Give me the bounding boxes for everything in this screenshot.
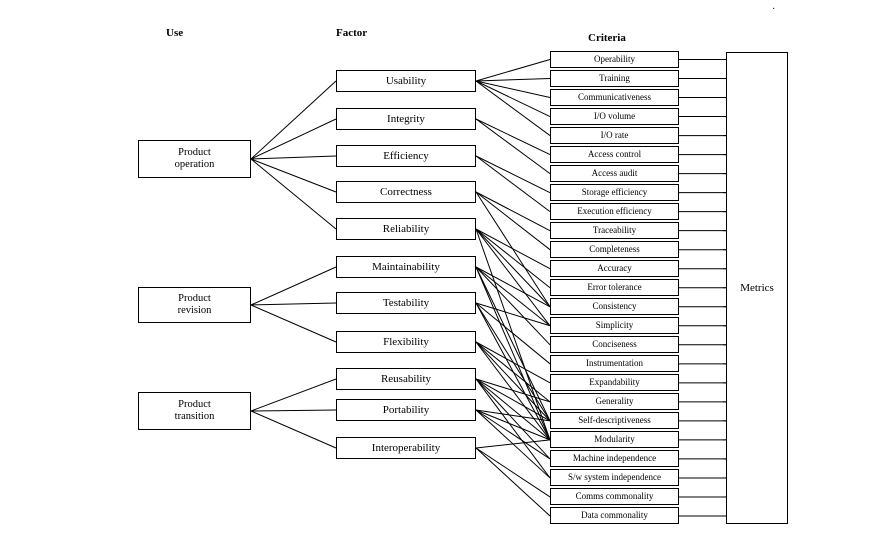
factor-box-correctness: Correctness — [336, 181, 476, 203]
factor-criteria-link — [475, 439, 551, 449]
factor-criteria-link — [475, 378, 551, 460]
criteria-box: Generality — [550, 393, 679, 411]
criteria-box: Simplicity — [550, 317, 679, 335]
factor-box-usability: Usability — [336, 70, 476, 92]
criteria-box: S/w system independence — [550, 469, 679, 487]
criteria-box: Traceability — [550, 222, 679, 240]
factor-criteria-link — [475, 191, 551, 232]
factor-criteria-link — [475, 266, 551, 441]
criteria-box: I/O volume — [550, 108, 679, 126]
criteria-box: Comms commonality — [550, 488, 679, 506]
criteria-box: Communicativeness — [550, 89, 679, 107]
factor-criteria-link — [475, 118, 551, 156]
use-factor-link — [250, 409, 337, 412]
criteria-header: Criteria — [588, 32, 626, 44]
factor-box-reusability: Reusability — [336, 368, 476, 390]
use-factor-link — [250, 158, 337, 230]
factor-criteria-link — [475, 59, 551, 82]
factor-criteria-link — [475, 266, 551, 346]
use-box-rev: Product revision — [138, 287, 251, 323]
factor-criteria-link — [475, 228, 551, 308]
factor-criteria-link — [475, 409, 551, 422]
criteria-box: Completeness — [550, 241, 679, 259]
factor-criteria-link — [475, 266, 551, 327]
factor-box-maintainability: Maintainability — [336, 256, 476, 278]
use-factor-link — [250, 304, 337, 343]
criteria-box: Modularity — [550, 431, 679, 449]
factor-criteria-link — [475, 447, 551, 498]
criteria-box: Expandability — [550, 374, 679, 392]
use-factor-link — [250, 118, 337, 160]
factor-criteria-link — [475, 155, 551, 213]
factor-criteria-link — [475, 118, 551, 175]
factor-criteria-link — [475, 302, 551, 365]
factor-box-interoperability: Interoperability — [336, 437, 476, 459]
criteria-box: Error tolerance — [550, 279, 679, 297]
use-factor-link — [250, 266, 337, 306]
factor-criteria-link — [475, 409, 551, 460]
factor-criteria-link — [475, 266, 551, 422]
criteria-box: Machine independence — [550, 450, 679, 468]
use-box-op: Product operation — [138, 140, 251, 178]
corner-mark: · — [772, 4, 776, 15]
factor-criteria-link — [475, 191, 551, 251]
factor-criteria-link — [475, 78, 551, 82]
criteria-box: Access control — [550, 146, 679, 164]
factor-criteria-link — [475, 266, 551, 308]
factor-box-efficiency: Efficiency — [336, 145, 476, 167]
factor-criteria-link — [475, 228, 551, 327]
factor-criteria-link — [475, 378, 551, 403]
metrics-box: Metrics — [726, 52, 788, 524]
criteria-box: I/O rate — [550, 127, 679, 145]
criteria-box: Accuracy — [550, 260, 679, 278]
criteria-box: Operability — [550, 51, 679, 68]
criteria-box: Consistency — [550, 298, 679, 316]
use-factor-link — [250, 378, 337, 412]
criteria-box: Data commonality — [550, 507, 679, 525]
factor-criteria-link — [475, 341, 551, 403]
factor-box-portability: Portability — [336, 399, 476, 421]
criteria-box: Access audit — [550, 165, 679, 183]
use-factor-link — [250, 302, 337, 306]
use-header: Use — [166, 27, 184, 39]
use-factor-link — [250, 80, 337, 160]
factor-criteria-link — [475, 302, 551, 327]
factor-box-testability: Testability — [336, 292, 476, 314]
factor-criteria-link — [475, 378, 551, 422]
factor-criteria-link — [475, 228, 551, 441]
factor-criteria-link — [475, 80, 551, 118]
factor-criteria-link — [475, 341, 551, 384]
factor-criteria-link — [475, 80, 551, 99]
factor-criteria-link — [475, 341, 551, 422]
factor-box-flexibility: Flexibility — [336, 331, 476, 353]
criteria-box: Self-descriptiveness — [550, 412, 679, 430]
factor-criteria-link — [475, 228, 551, 289]
factor-criteria-link — [475, 155, 551, 194]
criteria-box: Execution efficiency — [550, 203, 679, 221]
criteria-box: Training — [550, 70, 679, 88]
use-box-tr: Product transition — [138, 392, 251, 430]
factor-box-integrity: Integrity — [336, 108, 476, 130]
factor-header: Factor — [336, 27, 368, 39]
factor-criteria-link — [475, 378, 551, 441]
criteria-box: Instrumentation — [550, 355, 679, 373]
use-factor-link — [250, 155, 337, 160]
use-factor-link — [250, 410, 337, 449]
factor-criteria-link — [475, 80, 551, 136]
use-factor-link — [250, 158, 337, 193]
criteria-box: Conciseness — [550, 336, 679, 354]
criteria-box: Storage efficiency — [550, 184, 679, 202]
factor-criteria-link — [475, 228, 551, 270]
factor-criteria-link — [475, 378, 551, 479]
factor-box-reliability: Reliability — [336, 218, 476, 240]
factor-criteria-link — [475, 409, 551, 441]
factor-criteria-link — [475, 447, 551, 517]
